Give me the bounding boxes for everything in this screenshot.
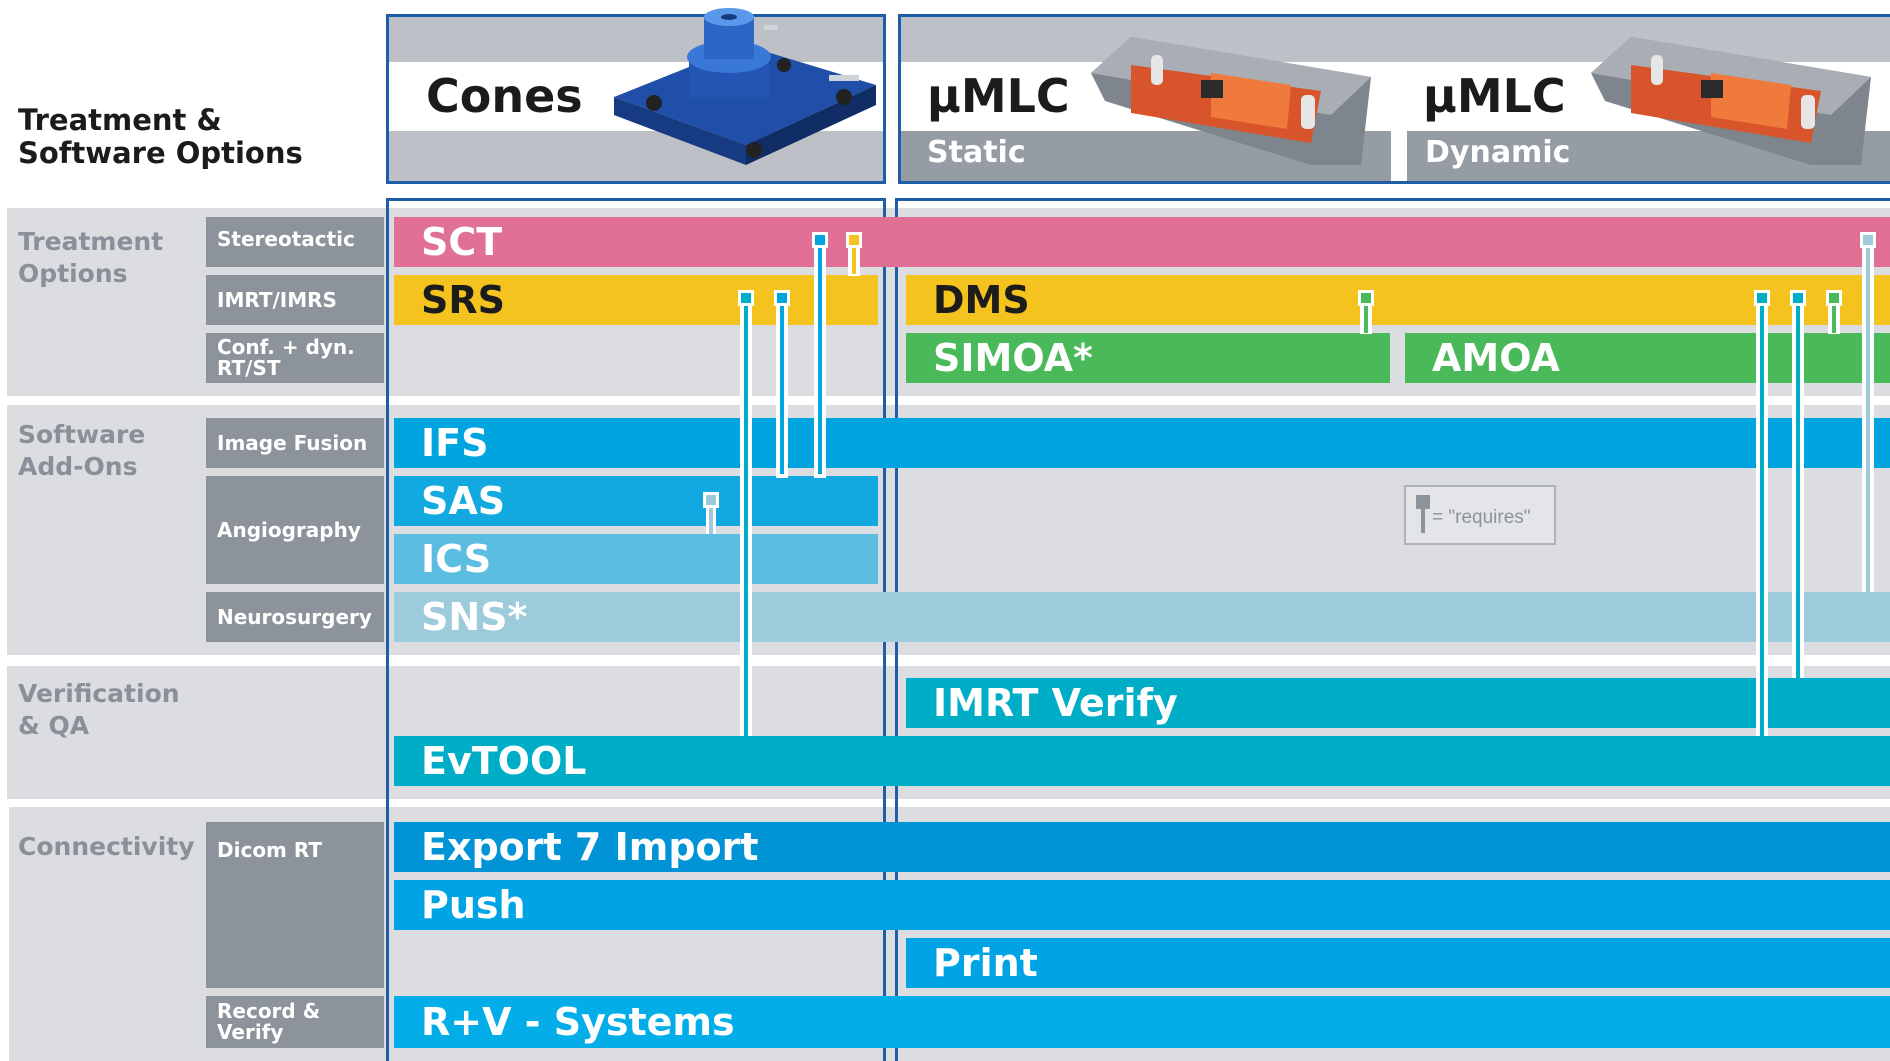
bar-amoa: AMOA (1405, 333, 1890, 383)
header-band-top (389, 17, 883, 62)
subcategory-neurosurgery: Neurosurgery (206, 592, 384, 642)
bar-sct: SCT (394, 217, 1890, 267)
legend-box: = "requires" (1404, 485, 1556, 545)
section-label-connectivity: Connectivity (18, 832, 195, 861)
requires-cap (703, 492, 719, 508)
legend-text: = "requires" (1432, 507, 1531, 528)
requires-connector (780, 298, 784, 474)
bar-print: Print (906, 938, 1890, 988)
section-label-treatment: Treatment Options (18, 227, 164, 288)
requires-icon-stem (1421, 507, 1425, 533)
bar-evtool: EvTOOL (394, 736, 1890, 786)
page-title: Treatment & Software Options (18, 103, 303, 170)
column-subtitle-dynamic: Dynamic (1425, 135, 1571, 170)
requires-connector (852, 240, 856, 274)
subcategory-conf-dyn: Conf. + dyn. RT/ST (206, 333, 384, 383)
section-label-software: Software Add-Ons (18, 420, 146, 481)
subcategory-stereotactic: Stereotactic (206, 217, 384, 267)
requires-connector (1364, 298, 1368, 333)
bar-dms: DMS (906, 275, 1890, 325)
requires-cap (812, 232, 828, 248)
requires-connector (1760, 298, 1764, 736)
frame-top-line (895, 198, 1890, 201)
column-title-umlc-dynamic: µMLC (1423, 69, 1566, 123)
requires-cap (738, 290, 754, 306)
subcategory-imrt-imrs: IMRT/IMRS (206, 275, 384, 325)
requires-connector (709, 500, 713, 534)
requires-cap (1860, 232, 1876, 248)
bar-push: Push (394, 880, 1890, 930)
requires-connector (1796, 298, 1800, 678)
column-title-cones: Cones (426, 69, 583, 123)
umlc-static-device-image (1091, 37, 1371, 165)
column-subtitle-static: Static (927, 135, 1026, 170)
bar-rv-systems: R+V - Systems (394, 996, 1890, 1048)
requires-connector (818, 240, 822, 474)
requires-connector (744, 298, 748, 736)
bar-srs: SRS (394, 275, 878, 325)
requires-cap (1754, 290, 1770, 306)
requires-connector (1866, 240, 1870, 592)
column-header-umlc: µMLC Static µMLC Dynamic (898, 14, 1890, 184)
cones-device-image (614, 8, 876, 165)
umlc-dynamic-device-image (1591, 37, 1871, 165)
requires-cap (1790, 290, 1806, 306)
bar-ics: ICS (394, 534, 878, 584)
subcategory-record-verify: Record & Verify (206, 996, 384, 1048)
subcategory-angiography: Angiography (206, 476, 384, 584)
bar-imrt-verify: IMRT Verify (906, 678, 1890, 728)
requires-cap (1358, 290, 1374, 306)
frame-line (386, 198, 389, 1061)
requires-icon (1416, 495, 1430, 509)
requires-cap (1826, 290, 1842, 306)
subcategory-image-fusion: Image Fusion (206, 418, 384, 468)
bar-ifs: IFS (394, 418, 1890, 468)
bar-export-import: Export 7 Import (394, 822, 1890, 872)
section-label-verification: Verification & QA (18, 679, 180, 740)
requires-cap (774, 290, 790, 306)
column-title-umlc-static: µMLC (927, 69, 1070, 123)
subcategory-dicom-rt: Dicom RT (206, 822, 384, 988)
frame-top-line (386, 198, 886, 201)
requires-cap (846, 232, 862, 248)
column-header-cones: Cones (386, 8, 886, 184)
bar-simoa: SIMOA* (906, 333, 1390, 383)
bar-sas: SAS (394, 476, 878, 526)
requires-connector (1832, 298, 1836, 333)
bar-sns: SNS* (394, 592, 1890, 642)
